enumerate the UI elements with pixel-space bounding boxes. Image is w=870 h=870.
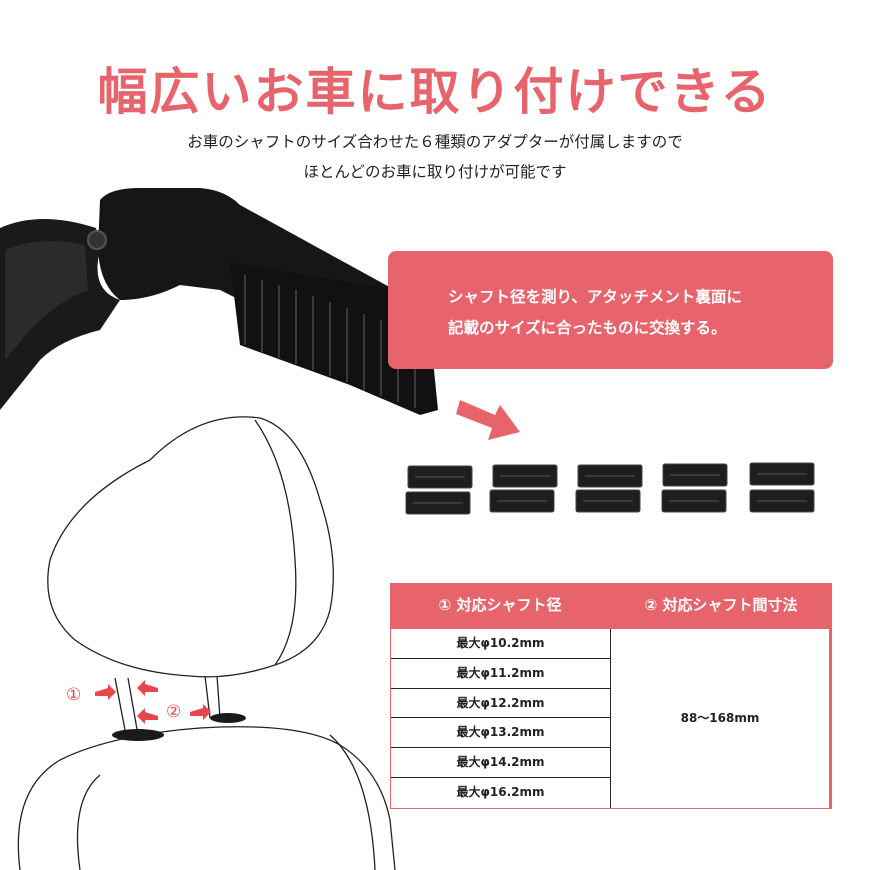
table-row: 最大φ16.2mm (391, 777, 611, 808)
header-diameter: ① 対応シャフト径 (438, 596, 562, 614)
callout-box: シャフト径を測り、アタッチメント裏面に 記載のサイズに合ったものに交換する。 (388, 251, 833, 369)
subtitle-line-1: お車のシャフトのサイズ合わせた６種類のアダプターが付属しますので (187, 133, 683, 151)
callout-line-1: シャフト径を測り、アタッチメント裏面に (448, 288, 742, 306)
header-spacing: ② 対応シャフト間寸法 (644, 596, 798, 614)
adapter-pieces (405, 462, 815, 515)
table-row: 最大φ10.2mm (391, 629, 611, 659)
table-row: 最大φ13.2mm (391, 718, 611, 749)
marker-one: ① (66, 685, 82, 705)
subtitle-line-2: ほとんどのお車に取り付けが可能です (303, 163, 567, 181)
holder-arm-image (0, 188, 438, 415)
arrow-right-icon (456, 400, 520, 440)
marker-two: ② (166, 702, 182, 722)
headline: 幅広いお車に取り付けできる (97, 63, 773, 121)
table-row: 最大φ14.2mm (391, 748, 611, 778)
spec-table: ① 対応シャフト径 ② 対応シャフト間寸法 最大φ10.2mm 最大φ11.2m… (390, 583, 832, 809)
measurement-arrows (95, 680, 211, 724)
spec-body: 最大φ10.2mm 最大φ11.2mm 最大φ12.2mm 最大φ13.2mm … (390, 628, 830, 809)
spacing-value: 88〜168mm (680, 711, 760, 725)
table-row: 最大φ12.2mm (391, 688, 611, 719)
table-row: 最大φ11.2mm (391, 658, 611, 689)
diameter-list: 最大φ10.2mm 最大φ11.2mm 最大φ12.2mm 最大φ13.2mm … (391, 629, 611, 808)
shaft-base-pads (112, 713, 246, 741)
headrest-drawing (17, 416, 396, 870)
callout-line-2: 記載のサイズに合ったものに交換する。 (448, 319, 727, 337)
